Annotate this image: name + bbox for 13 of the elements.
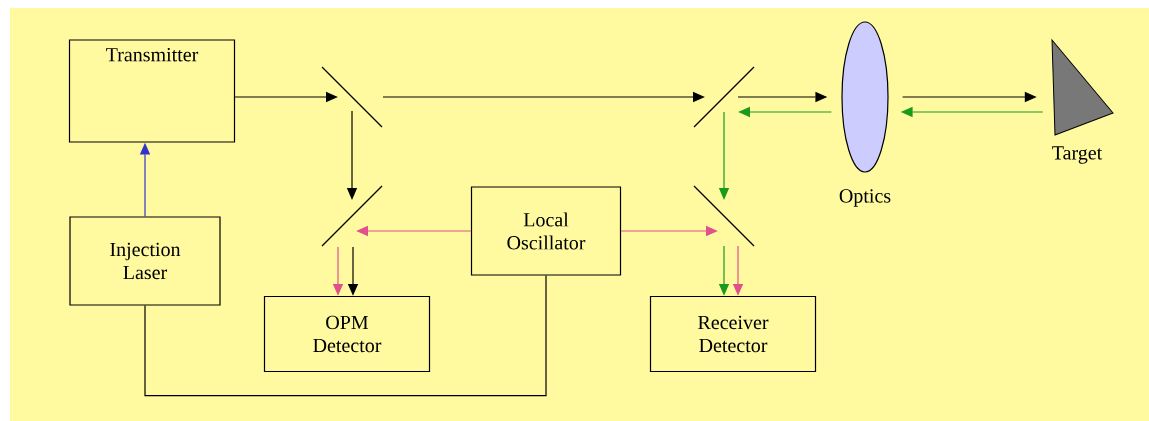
component-label: Optics xyxy=(839,189,891,207)
beam-splitter xyxy=(693,185,755,247)
block-box: OPM Detector xyxy=(263,295,431,373)
target-prism xyxy=(1051,39,1114,136)
block-box: Receiver Detector xyxy=(649,295,817,373)
block-box: Local Oscillator xyxy=(470,186,622,276)
lens xyxy=(841,21,889,173)
beam-splitter xyxy=(321,66,383,128)
beam-splitter xyxy=(321,185,383,247)
beam-splitter xyxy=(693,66,755,128)
block-box: Transmitter xyxy=(68,39,236,143)
block-box: Injection Laser xyxy=(69,216,221,306)
component-label: Target xyxy=(1052,146,1103,164)
